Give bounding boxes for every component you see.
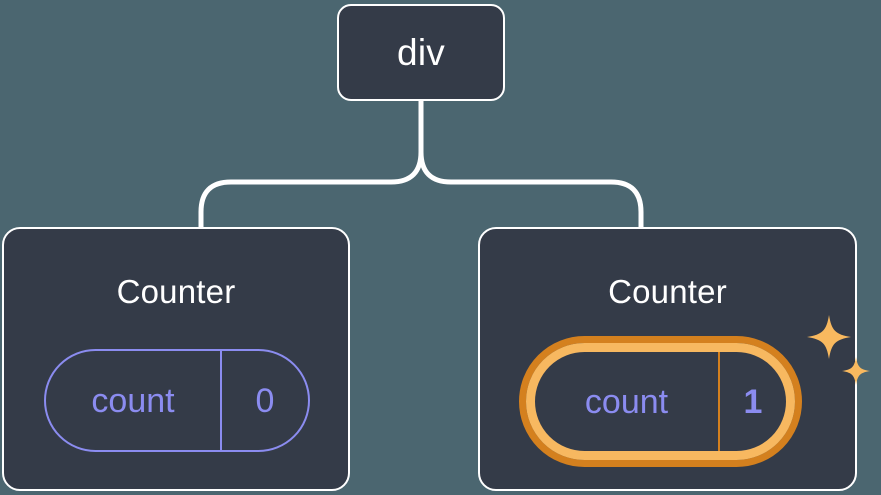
node-counter-right[interactable]: Counter count 1: [478, 227, 870, 491]
node-div[interactable]: div: [337, 4, 505, 101]
state-pill-left-key: count: [91, 381, 175, 420]
sparkle-icon: [807, 315, 870, 385]
edge-root-to-counter-left: [198, 149, 424, 232]
node-counter-left[interactable]: Counter count 0: [2, 227, 350, 491]
state-pill-right-key: count: [584, 382, 669, 421]
edge-root-to-counter-right: [418, 149, 644, 232]
state-pill-left-value: 0: [220, 351, 308, 450]
state-pill-count-left[interactable]: count 0: [44, 349, 310, 452]
node-counter-right-title: Counter: [608, 273, 727, 310]
sparkle-large-icon: [807, 315, 851, 359]
node-counter-left-title: Counter: [116, 273, 236, 310]
sparkle-small-icon: [842, 357, 870, 385]
state-pill-right-value: 1: [718, 352, 786, 451]
state-pill-right-inner-ring: count 1: [526, 343, 795, 460]
state-pill-count-right[interactable]: count 1: [519, 336, 802, 467]
node-div-label: div: [397, 32, 445, 73]
